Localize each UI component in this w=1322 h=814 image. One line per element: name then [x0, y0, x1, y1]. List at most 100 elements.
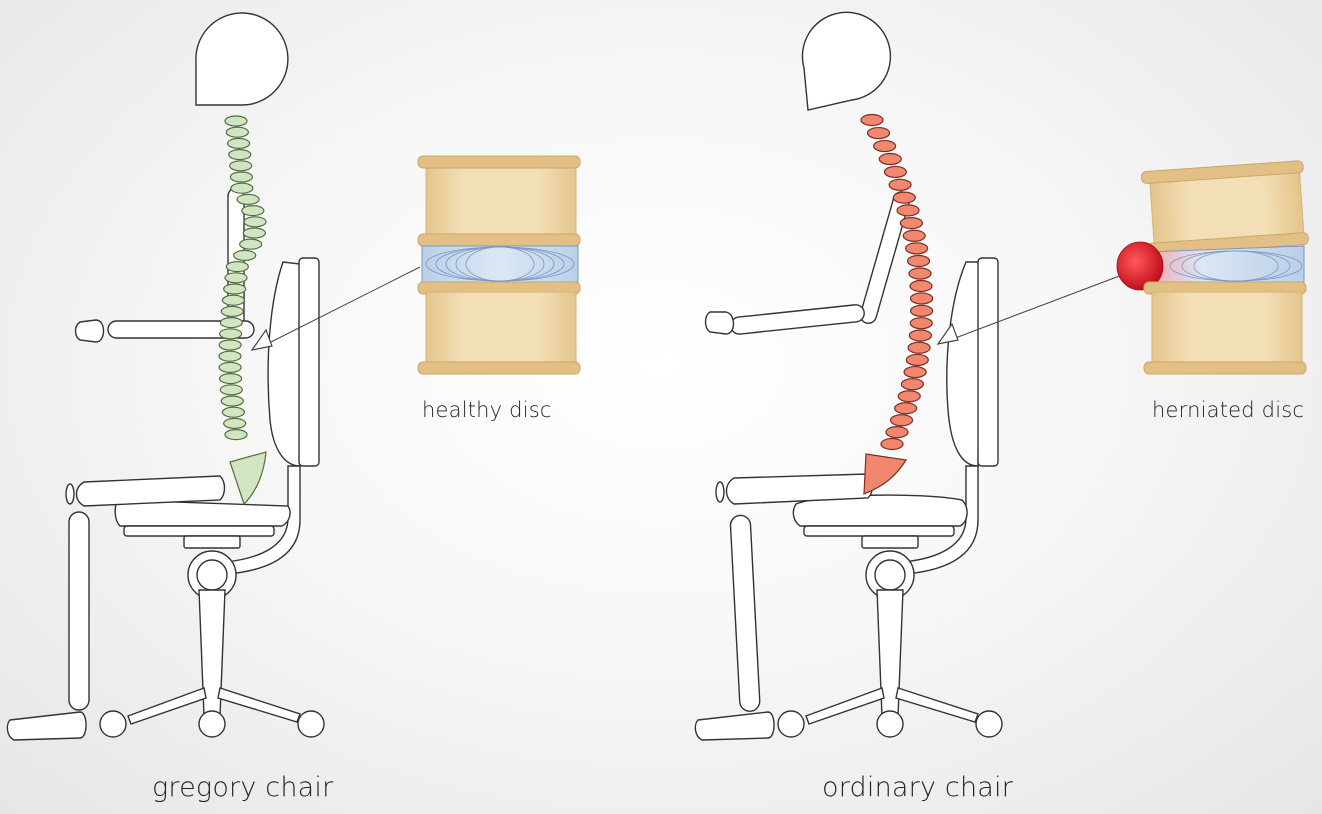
- healthy-vertebra: [219, 351, 241, 361]
- healthy-vertebra: [226, 127, 248, 137]
- healthy-vertebra: [220, 329, 242, 339]
- seat-mount: [862, 536, 918, 548]
- healthy-vertebra: [224, 418, 246, 428]
- herniated-vertebra: [903, 230, 925, 241]
- foot: [695, 712, 774, 740]
- lower-vertebra: [1152, 292, 1302, 364]
- herniated-vertebra: [906, 243, 928, 254]
- upper-vertebra: [426, 166, 576, 238]
- caster-right: [298, 711, 324, 737]
- herniated-vertebra: [911, 305, 933, 316]
- backrest-frame: [299, 258, 319, 466]
- healthy-spine: [219, 116, 266, 440]
- lower-leg: [730, 515, 760, 712]
- healthy-vertebra: [229, 150, 251, 160]
- healthy-vertebra: [230, 161, 252, 171]
- healthy-vertebra: [225, 430, 247, 440]
- caster-left: [778, 711, 804, 737]
- head: [802, 12, 890, 110]
- healthy-vertebra: [219, 340, 241, 350]
- healthy-vertebra: [234, 250, 256, 260]
- hand: [76, 320, 104, 342]
- herniated-vertebra: [909, 330, 931, 341]
- knee: [716, 482, 724, 502]
- herniated-vertebra: [909, 268, 931, 279]
- hand: [706, 312, 734, 334]
- healthy-vertebra: [242, 206, 264, 216]
- herniated-vertebra: [886, 427, 908, 438]
- chair-base-right: [218, 688, 300, 722]
- healthy-vertebra: [222, 407, 244, 417]
- herniated-vertebra: [897, 205, 919, 216]
- healthy-vertebra: [230, 172, 252, 182]
- herniated-vertebra: [908, 342, 930, 353]
- herniated-vertebra: [879, 154, 901, 165]
- herniated-vertebra: [910, 281, 932, 292]
- herniated-vertebra: [884, 166, 906, 177]
- chair-hub-inner: [197, 560, 227, 590]
- healthy-vertebra: [225, 116, 247, 126]
- healthy-vertebra: [228, 138, 250, 148]
- healthy-vertebra: [240, 239, 262, 249]
- intervertebral-disc: [422, 246, 578, 282]
- foot: [7, 712, 86, 740]
- healthy-vertebra: [244, 217, 266, 227]
- lower-leg: [69, 512, 89, 710]
- herniated-vertebra: [895, 403, 917, 414]
- herniated-vertebra: [889, 179, 911, 190]
- lower-vertebra: [426, 292, 576, 364]
- healthy-vertebra: [221, 396, 243, 406]
- herniated-vertebra: [893, 192, 915, 203]
- healthy-vertebra: [220, 318, 242, 328]
- lower-vertebra-cap-bottom: [1144, 362, 1306, 374]
- healthy-pointer-arrow: [252, 330, 272, 350]
- herniated-vertebra: [911, 293, 933, 304]
- healthy-vertebra: [220, 374, 242, 384]
- thigh: [77, 476, 225, 506]
- healthy-vertebra: [220, 385, 242, 395]
- healthy-sacrum: [230, 452, 266, 504]
- head: [196, 13, 288, 105]
- herniated-vertebra: [881, 439, 903, 450]
- caster-middle: [877, 711, 903, 737]
- caster-right: [976, 711, 1002, 737]
- backrest-frame: [978, 258, 998, 466]
- healthy-vertebra: [225, 273, 247, 283]
- healthy-vertebra: [221, 306, 243, 316]
- herniated-vertebra: [874, 141, 896, 152]
- healthy-vertebra: [224, 284, 246, 294]
- herniated-vertebra: [891, 415, 913, 426]
- herniated-vertebra: [901, 379, 923, 390]
- caster-left: [100, 711, 126, 737]
- herniated-vertebra: [861, 115, 883, 126]
- herniated-vertebra: [910, 318, 932, 329]
- herniated-vertebra: [898, 391, 920, 402]
- chair-base-left: [128, 688, 206, 724]
- caster-middle: [199, 711, 225, 737]
- backrest: [947, 262, 980, 466]
- gregory-chair-label: gregory chair: [152, 772, 333, 803]
- backrest: [268, 262, 300, 466]
- seat-base: [124, 526, 274, 536]
- herniated-vertebra: [908, 255, 930, 266]
- herniated-sacrum: [864, 454, 906, 494]
- healthy-vertebra: [243, 228, 265, 238]
- chair-base-left: [806, 688, 884, 724]
- herniated-vertebra: [868, 128, 890, 139]
- healthy-vertebra: [222, 295, 244, 305]
- chair-hub-inner: [875, 560, 905, 590]
- herniated-vertebra: [906, 354, 928, 365]
- knee: [66, 484, 74, 504]
- upper-vertebra-cap-bottom: [418, 234, 580, 246]
- healthy-vertebra: [219, 362, 241, 372]
- herniated-vertebra: [904, 367, 926, 378]
- healthy-vertebra: [226, 262, 248, 272]
- upper-vertebra-cap-top: [418, 156, 580, 168]
- herniated-disc-label: herniated disc: [1152, 398, 1304, 422]
- forearm: [730, 304, 865, 335]
- healthy-vertebra: [231, 183, 253, 193]
- healthy-vertebra: [237, 194, 259, 204]
- healthy-disc-label: healthy disc: [422, 398, 552, 422]
- seat-mount: [184, 536, 240, 548]
